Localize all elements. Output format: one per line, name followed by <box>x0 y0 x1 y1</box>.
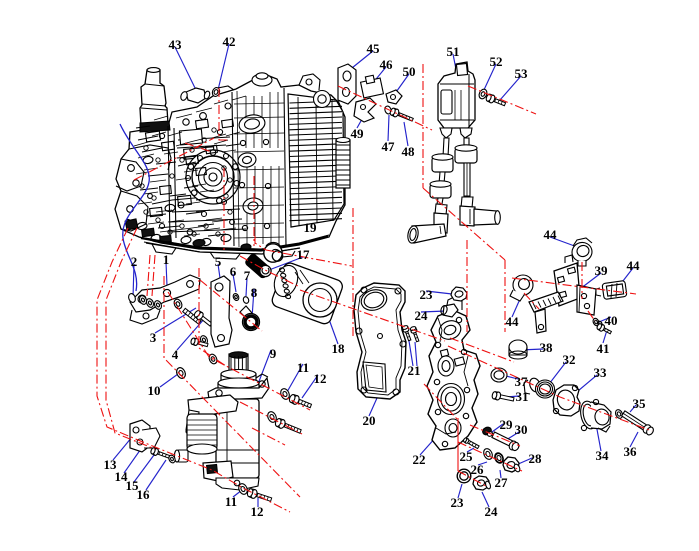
svg-text:37: 37 <box>515 374 529 389</box>
svg-text:33: 33 <box>594 365 608 380</box>
svg-text:13: 13 <box>104 457 118 472</box>
svg-text:20: 20 <box>363 413 376 428</box>
svg-text:10: 10 <box>148 383 161 398</box>
svg-text:18: 18 <box>332 341 346 356</box>
svg-text:45: 45 <box>367 41 381 56</box>
svg-text:43: 43 <box>169 37 183 52</box>
svg-text:21: 21 <box>408 363 421 378</box>
svg-text:24: 24 <box>415 308 429 323</box>
svg-text:49: 49 <box>351 126 365 141</box>
svg-text:12: 12 <box>314 371 327 386</box>
svg-text:4: 4 <box>172 347 179 362</box>
svg-text:44: 44 <box>544 227 558 242</box>
svg-text:23: 23 <box>420 287 434 302</box>
svg-text:16: 16 <box>137 487 151 502</box>
svg-text:39: 39 <box>595 263 609 278</box>
svg-text:1: 1 <box>163 252 170 267</box>
svg-text:23: 23 <box>451 495 465 510</box>
svg-text:40: 40 <box>605 313 618 328</box>
svg-text:30: 30 <box>515 422 528 437</box>
svg-text:38: 38 <box>540 340 554 355</box>
svg-text:19: 19 <box>304 220 318 235</box>
svg-text:34: 34 <box>596 448 610 463</box>
svg-text:2: 2 <box>131 254 138 269</box>
svg-text:47: 47 <box>382 139 396 154</box>
svg-text:22: 22 <box>413 452 426 467</box>
svg-text:41: 41 <box>597 341 610 356</box>
svg-text:52: 52 <box>490 54 503 69</box>
svg-text:26: 26 <box>471 462 485 477</box>
svg-text:35: 35 <box>633 396 647 411</box>
svg-text:32: 32 <box>563 352 576 367</box>
svg-text:11: 11 <box>225 494 237 509</box>
svg-text:3: 3 <box>150 330 157 345</box>
svg-text:31: 31 <box>516 389 529 404</box>
svg-text:9: 9 <box>270 346 277 361</box>
svg-text:15: 15 <box>126 478 140 493</box>
svg-text:8: 8 <box>251 285 258 300</box>
svg-text:44: 44 <box>506 314 520 329</box>
svg-text:24: 24 <box>485 504 499 519</box>
svg-text:29: 29 <box>500 417 514 432</box>
svg-text:17: 17 <box>297 247 311 262</box>
svg-text:5: 5 <box>215 254 222 269</box>
svg-text:27: 27 <box>495 475 509 490</box>
svg-text:48: 48 <box>402 144 416 159</box>
svg-text:36: 36 <box>624 444 638 459</box>
svg-text:12: 12 <box>251 504 264 519</box>
svg-text:51: 51 <box>447 44 460 59</box>
svg-text:50: 50 <box>403 64 416 79</box>
svg-text:46: 46 <box>380 57 394 72</box>
svg-text:53: 53 <box>515 66 529 81</box>
svg-text:44: 44 <box>627 258 641 273</box>
svg-text:25: 25 <box>460 449 474 464</box>
svg-text:28: 28 <box>529 451 543 466</box>
svg-text:14: 14 <box>115 469 129 484</box>
svg-text:42: 42 <box>223 34 236 49</box>
svg-text:7: 7 <box>244 268 251 283</box>
svg-text:6: 6 <box>230 264 237 279</box>
svg-text:11: 11 <box>297 360 309 375</box>
